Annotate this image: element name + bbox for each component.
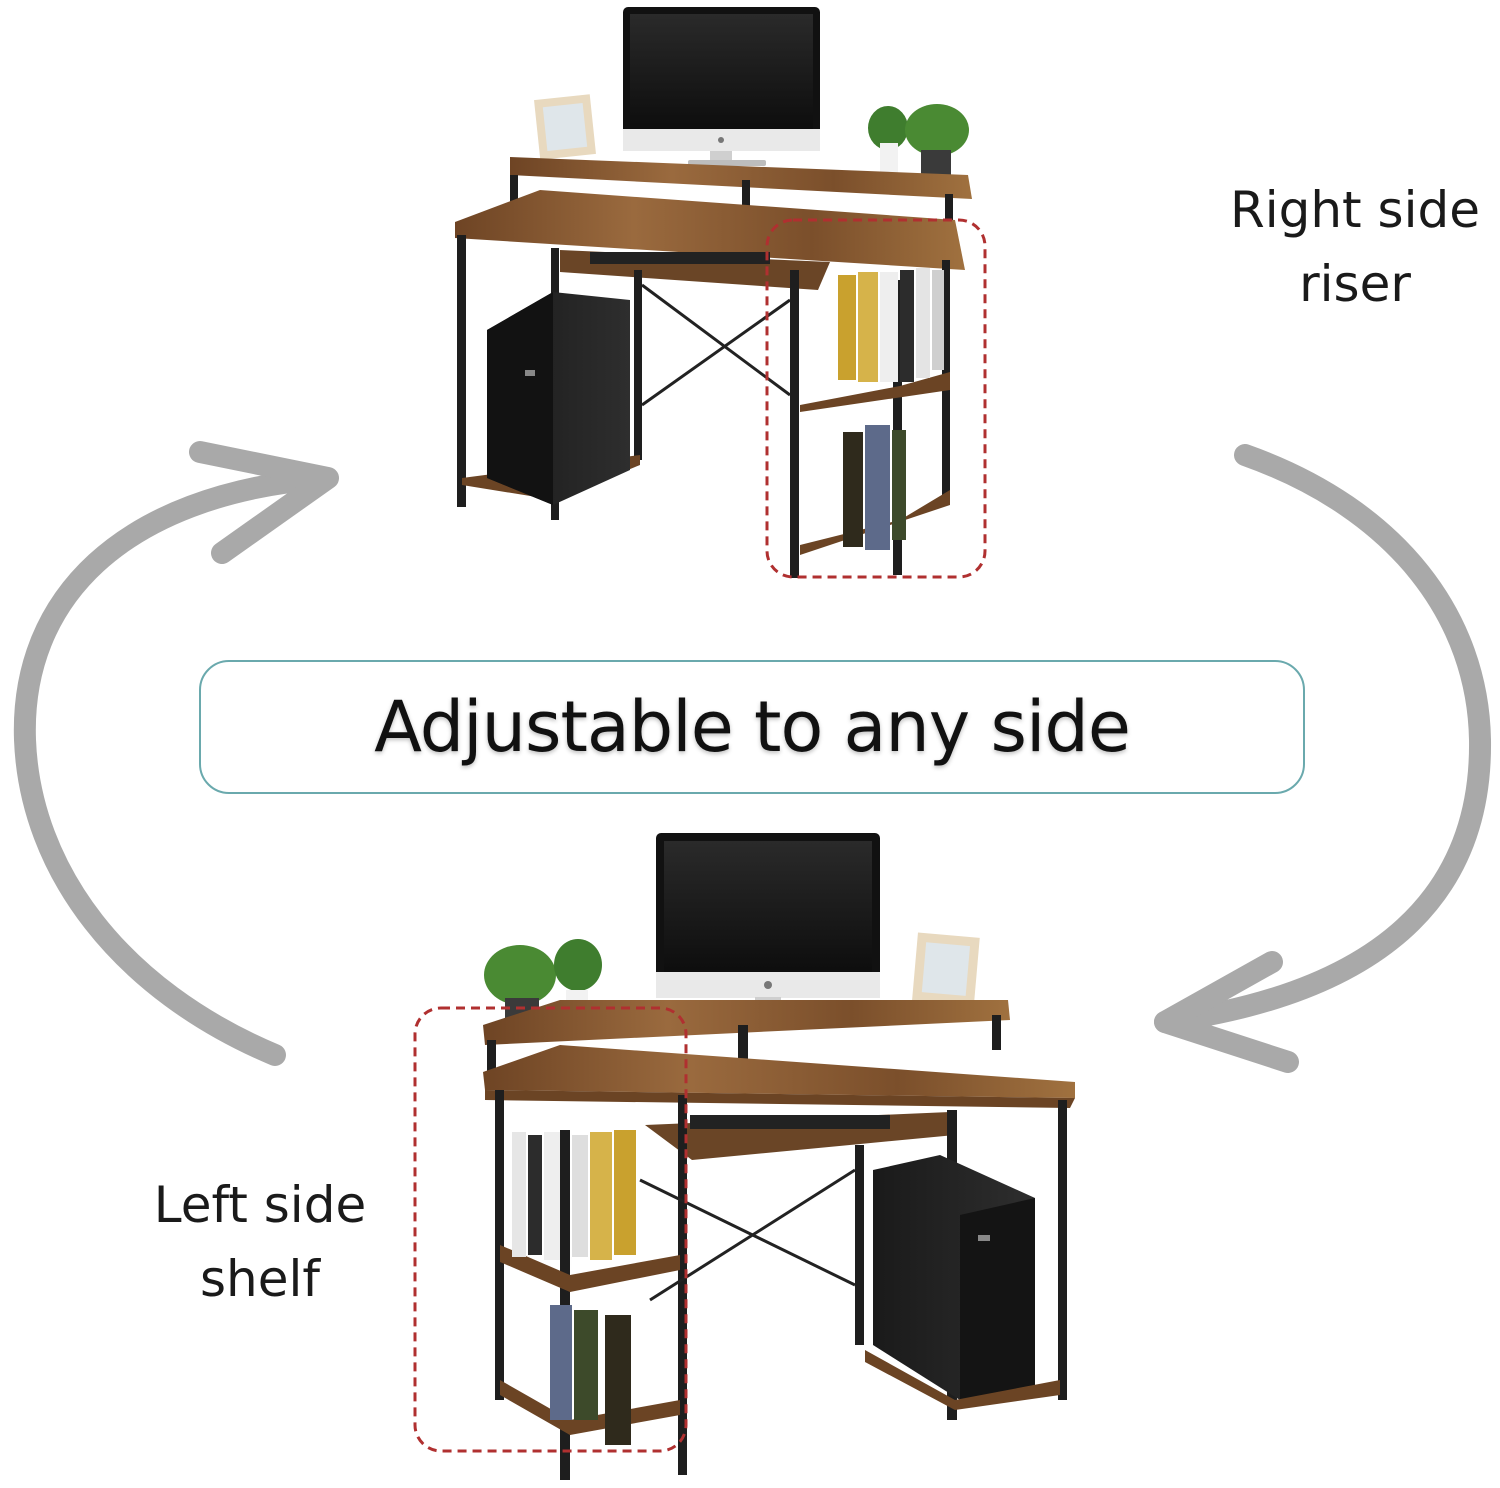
left-label-line-2: shelf (200, 1250, 320, 1308)
right-label-line-2: riser (1299, 255, 1411, 313)
monitor-base (688, 160, 766, 166)
banner-text: Adjustable to any side (374, 686, 1131, 768)
pc-tower (873, 1155, 1035, 1400)
pc-tower (487, 292, 630, 505)
left-side-shelf-label: Left side shelf (120, 1168, 400, 1316)
monitor-riser (483, 1000, 1010, 1045)
adjustable-banner: Adjustable to any side (199, 660, 1305, 794)
books-lower (550, 1305, 631, 1445)
monitor-screen (664, 841, 872, 979)
photo-frame (534, 94, 596, 160)
left-label-line-1: Left side (153, 1176, 367, 1234)
right-side-riser-label: Right side riser (1205, 173, 1500, 321)
apple-logo-icon (718, 137, 724, 143)
books-upper (512, 1130, 636, 1260)
rotation-arrows (13, 441, 1492, 1073)
shelf-highlight (413, 1006, 688, 1453)
monitor-screen (630, 14, 813, 134)
desktop-surface (455, 190, 965, 270)
bottom-desk (413, 833, 1075, 1480)
left-arc-arrow (13, 467, 336, 1066)
riser-highlight (765, 218, 987, 579)
right-arrowhead-icon (1154, 951, 1299, 1073)
books-upper (838, 268, 944, 382)
desktop-surface (483, 1045, 1075, 1098)
plant-decor (868, 104, 969, 182)
apple-logo-icon (764, 981, 772, 989)
left-arrowhead-icon (189, 441, 339, 564)
photo-frame (912, 932, 980, 1006)
monitor-riser (510, 157, 972, 199)
top-desk (455, 7, 987, 579)
books-lower (843, 425, 906, 550)
right-arc-arrow (1154, 444, 1492, 1033)
right-label-line-1: Right side (1230, 181, 1480, 239)
